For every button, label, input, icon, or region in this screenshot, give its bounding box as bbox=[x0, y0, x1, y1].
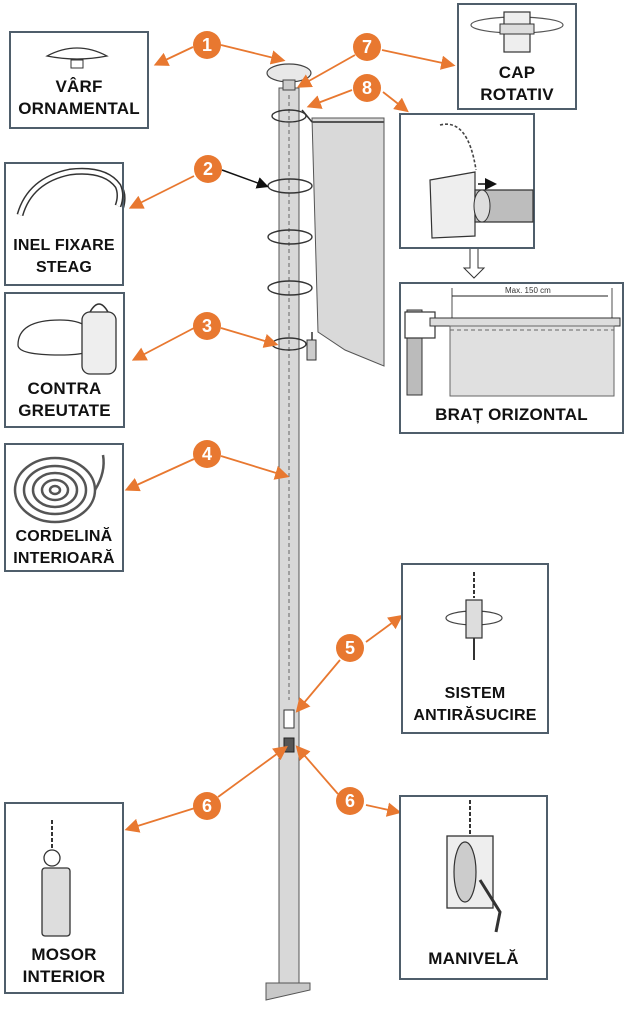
label-horizontal-arm: BRAȚ ORIZONTAL bbox=[435, 405, 588, 424]
crank-access bbox=[283, 737, 295, 753]
anti-twist-window bbox=[283, 709, 295, 729]
label-crank: MANIVELĂ bbox=[428, 949, 519, 968]
ring-pointer-arrow bbox=[221, 169, 269, 189]
finial-box bbox=[9, 31, 149, 129]
flagpole bbox=[265, 87, 311, 1001]
badge-5: 5 bbox=[336, 634, 364, 662]
badge-8: 8 bbox=[353, 74, 381, 102]
finial-top bbox=[266, 63, 312, 91]
flag-banner bbox=[301, 109, 385, 367]
callout-arrows bbox=[124, 44, 456, 833]
badge-1: 1 bbox=[193, 31, 221, 59]
badge-3: 3 bbox=[193, 312, 221, 340]
badge-6-right: 6 bbox=[336, 787, 364, 815]
anti-twist-box bbox=[401, 563, 549, 734]
badge-7: 7 bbox=[353, 33, 381, 61]
badge-6-left: 6 bbox=[193, 792, 221, 820]
badge-4: 4 bbox=[193, 440, 221, 468]
badge-2: 2 bbox=[194, 155, 222, 183]
arm-dimension-label: Max. 150 cm bbox=[505, 286, 551, 295]
arm-detail-box bbox=[399, 113, 535, 249]
